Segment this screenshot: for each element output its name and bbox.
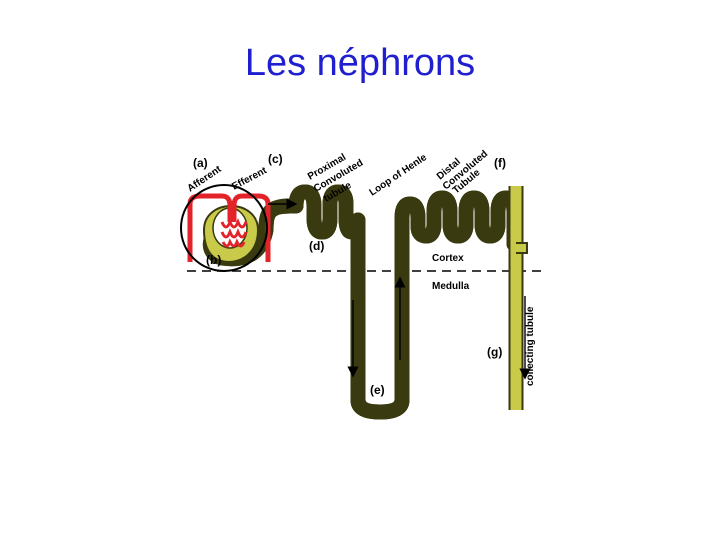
tubule-path [210, 184, 528, 420]
cortex-label: Cortex [432, 253, 464, 264]
efferent-label: Efferent [230, 165, 269, 193]
label-c: (c) [268, 152, 283, 166]
medulla-label: Medulla [432, 281, 470, 292]
glomerulus-circle [180, 184, 268, 272]
slide-title: Les néphrons [244, 42, 476, 84]
label-f: (f) [494, 156, 506, 170]
label-d: (d) [309, 239, 324, 253]
label-g: (g) [487, 345, 502, 359]
loop-of-henle-label: Loop of Henle [368, 152, 430, 199]
flow-arrows [268, 198, 531, 380]
label-b: (b) [206, 253, 221, 267]
collecting-tubule-label: collecting tubule [525, 306, 536, 386]
label-e: (e) [370, 383, 385, 397]
label-a: (a) [193, 156, 208, 170]
